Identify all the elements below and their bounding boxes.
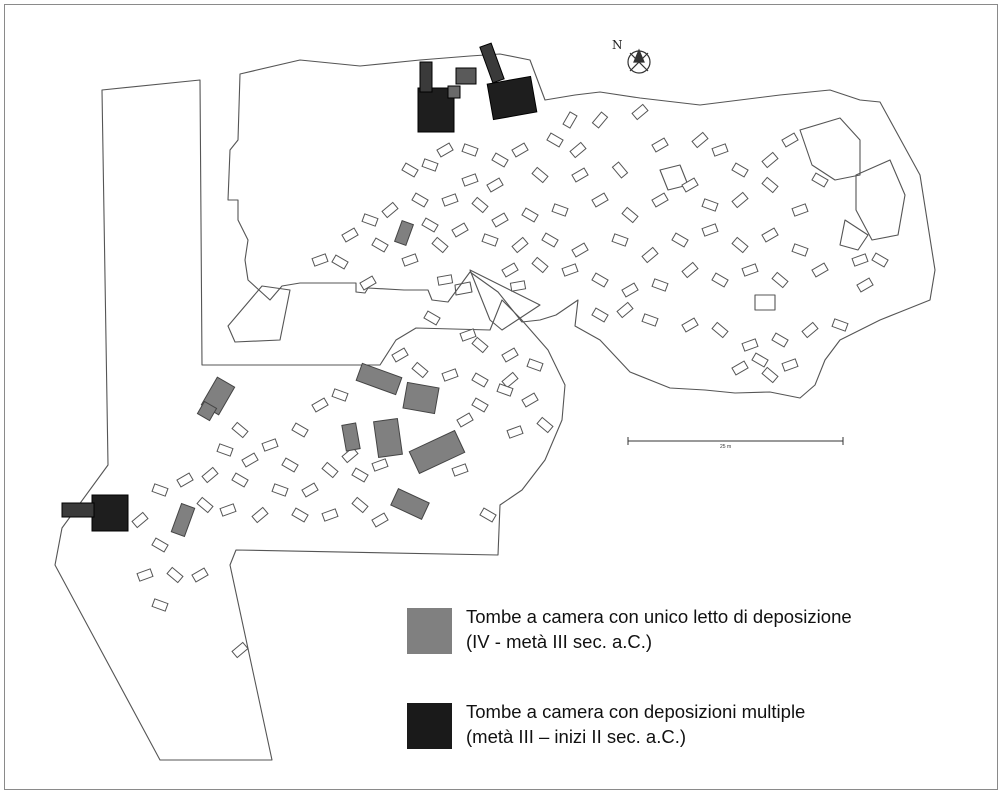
- scale-bar: [627, 437, 844, 445]
- figure-frame: [4, 4, 998, 790]
- legend-2-label: Tombe a camera con deposizioni multiple: [466, 701, 806, 722]
- tombs-single-deposition: [170, 219, 466, 538]
- legend-swatch-grey: [407, 608, 452, 654]
- enclosure-west: [227, 285, 291, 343]
- legend-swatch-black: [407, 703, 452, 749]
- north-label: N: [612, 38, 623, 52]
- enclosure-triangle: [469, 269, 541, 331]
- legend-1-label: Tombe a camera con unico letto di deposi…: [466, 606, 852, 627]
- site-boundary-north: [227, 53, 936, 399]
- legend-2-period: (metà III – inizi II sec. a.C.): [466, 726, 687, 747]
- north-arrow-icon: [627, 48, 651, 74]
- scale-label: 25 m: [720, 444, 732, 450]
- site-boundary-west: [54, 79, 566, 761]
- legend-item-single-deposition: Tombe a camera con unico letto di deposi…: [407, 606, 977, 668]
- legend-1-period: (IV - metà III sec. a.C.): [466, 631, 653, 652]
- tombs-multiple-deposition: [61, 42, 538, 532]
- tombs-outline: [131, 103, 889, 659]
- legend-item-multiple-deposition: Tombe a camera con deposizioni multiple …: [407, 701, 977, 763]
